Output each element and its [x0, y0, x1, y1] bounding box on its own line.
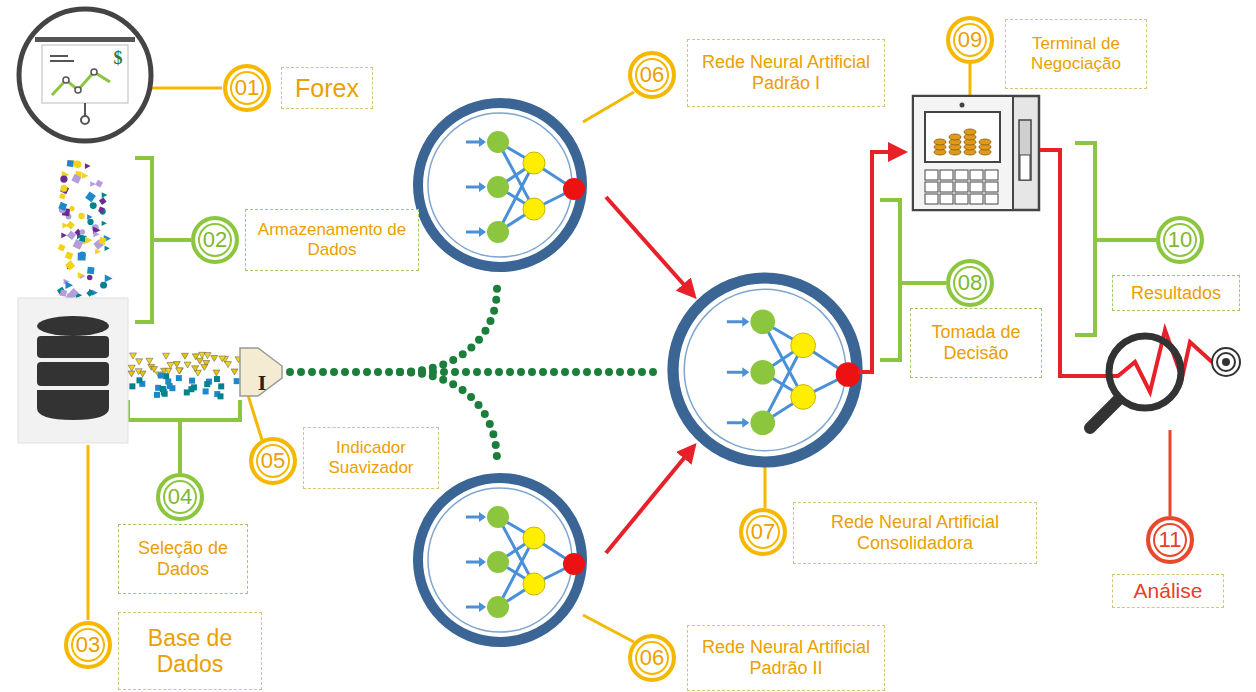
callout-number: 01 — [223, 64, 271, 112]
callout-number: 03 — [64, 621, 112, 669]
part-label: Resultados — [1112, 275, 1240, 311]
callout-text: 11 — [1159, 527, 1182, 552]
callout-number: 10 — [1156, 216, 1204, 264]
analysis-icon — [1090, 336, 1240, 428]
signal-arrows — [606, 150, 1212, 553]
callout-text: 09 — [958, 27, 982, 52]
part-label: Seleção de Dados — [118, 524, 248, 594]
callout-number: 02 — [191, 216, 239, 264]
part-label: Indicador Suavizador — [303, 427, 439, 489]
callout-text: 07 — [751, 519, 775, 544]
part-label: Rede Neural Artificial Consolidadora — [793, 502, 1037, 564]
label-text: Forex — [295, 74, 359, 103]
label-text: Armazenamento de Dados — [252, 220, 412, 259]
callout-text: 06 — [640, 62, 664, 87]
part-label: Análise — [1112, 574, 1224, 608]
icon-symbol: $ — [110, 45, 126, 71]
callout-text: 02 — [203, 227, 227, 252]
callout-number: 07 — [739, 508, 787, 556]
callout-text: 04 — [168, 484, 192, 509]
callout-number: 06 — [628, 51, 676, 99]
label-text: Indicador Suavizador — [310, 438, 432, 477]
callout-text: 08 — [958, 270, 982, 295]
label-text: Rede Neural Artificial Padrão I — [694, 52, 878, 93]
indicator-symbol: I — [254, 370, 270, 396]
part-label: Tomada de Decisão — [910, 308, 1042, 378]
part-label: Forex — [281, 67, 373, 109]
callout-number: 06 — [628, 634, 676, 682]
label-text: Base de Dados — [125, 625, 255, 678]
selected-data — [128, 352, 242, 399]
label-text: Rede Neural Artificial Padrão II — [694, 637, 878, 678]
part-label: Terminal de Negociação — [1005, 19, 1147, 89]
label-text: Terminal de Negociação — [1012, 34, 1140, 73]
callout-text: 10 — [1168, 227, 1192, 252]
callout-text: 05 — [261, 448, 285, 473]
part-label: Base de Dados — [118, 612, 262, 690]
part-label: Rede Neural Artificial Padrão I — [687, 39, 885, 107]
leader-lines — [88, 64, 1170, 642]
callout-text: 01 — [235, 75, 259, 100]
data-stream — [57, 160, 113, 302]
callout-text: 03 — [76, 632, 100, 657]
callout-number: 05 — [249, 437, 297, 485]
label-text: Tomada de Decisão — [917, 322, 1035, 363]
label-text: Análise — [1134, 579, 1203, 603]
label-text: Resultados — [1131, 283, 1221, 304]
smoothing-indicator — [240, 348, 282, 396]
callout-number: 08 — [946, 259, 994, 307]
database-icon — [18, 298, 128, 443]
label-text: Seleção de Dados — [125, 538, 241, 579]
part-label: Rede Neural Artificial Padrão II — [687, 625, 885, 691]
forex-icon — [19, 9, 151, 141]
callout-number: 04 — [156, 473, 204, 521]
callout-number: 09 — [946, 16, 994, 64]
callout-number: 11 — [1146, 516, 1194, 564]
callout-text: 06 — [640, 645, 664, 670]
trading-terminal — [913, 96, 1039, 210]
part-label: Armazenamento de Dados — [245, 209, 419, 271]
label-text: Rede Neural Artificial Consolidadora — [800, 512, 1030, 553]
